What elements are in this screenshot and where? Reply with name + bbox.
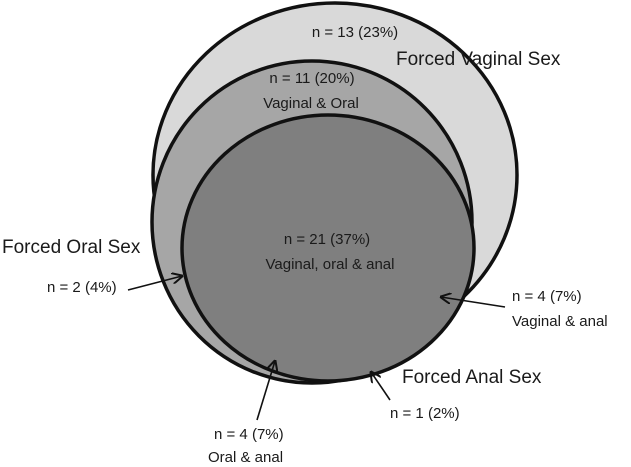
all-three-desc: Vaginal, oral & anal	[266, 256, 395, 273]
vaginal-anal-count: n = 4 (7%)	[512, 288, 582, 305]
anal-set-circle	[180, 113, 476, 383]
vaginal-oral-count: n = 11 (20%)	[269, 70, 354, 87]
vaginal-anal-desc: Vaginal & anal	[512, 313, 608, 330]
oral-set-label: Forced Oral Sex	[2, 237, 141, 258]
anal-only-count: n = 1 (2%)	[390, 405, 460, 422]
all-three-count: n = 21 (37%)	[284, 231, 370, 248]
vaginal-anal-arrow	[441, 297, 506, 308]
vaginal-oral-desc: Vaginal & Oral	[263, 95, 359, 112]
anal-set-label: Forced Anal Sex	[402, 367, 542, 388]
vaginal-only-count: n = 13 (23%)	[312, 24, 398, 41]
oral-anal-count: n = 4 (7%)	[214, 426, 284, 443]
oral-only-arrow	[127, 276, 182, 291]
oral-anal-desc: Oral & anal	[208, 449, 283, 466]
anal-only-arrow	[371, 372, 391, 401]
oral-anal-arrow	[256, 361, 275, 421]
oral-only-count: n = 2 (4%)	[47, 279, 117, 296]
vaginal-set-label: Forced Vaginal Sex	[396, 49, 561, 70]
